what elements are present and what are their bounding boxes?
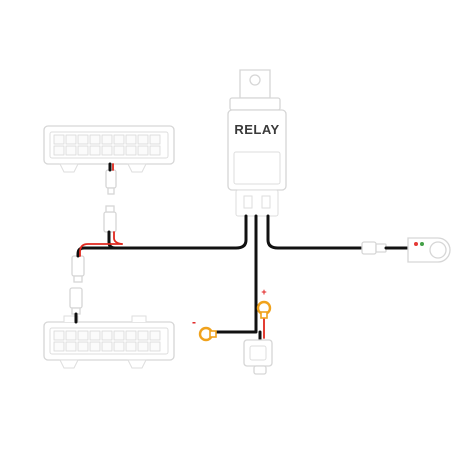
switch-indicator-red — [414, 242, 418, 246]
wire-left-branch-black — [76, 246, 117, 258]
switch-connector — [361, 241, 410, 255]
relay: RELAY — [227, 69, 287, 217]
negative-polarity-label: - — [192, 315, 196, 329]
wire-left-branch-red — [79, 243, 123, 257]
positive-polarity-label: + — [261, 287, 266, 297]
relay-label: RELAY — [234, 122, 279, 137]
top-connector — [105, 169, 117, 195]
wire-ground — [212, 290, 258, 334]
wire-relay-right — [266, 214, 364, 250]
left-connector — [71, 255, 85, 283]
bottom-connector — [69, 287, 83, 315]
light-bar-bottom — [43, 315, 175, 369]
mid-connector — [103, 205, 117, 233]
light-bar-top-leds — [53, 134, 161, 156]
wire-relay-left — [230, 214, 248, 250]
negative-ring-terminal: - — [192, 315, 217, 342]
switch-indicator-green — [420, 242, 424, 246]
wires — [74, 162, 364, 342]
light-bar-bottom-leds — [53, 330, 161, 352]
positive-ring-terminal: + — [256, 287, 272, 319]
switch[interactable] — [407, 237, 451, 263]
wire-mid-red — [113, 231, 123, 245]
light-bar-top — [43, 125, 175, 173]
fuse-holder — [243, 339, 273, 375]
wire-mid-black — [107, 230, 234, 250]
